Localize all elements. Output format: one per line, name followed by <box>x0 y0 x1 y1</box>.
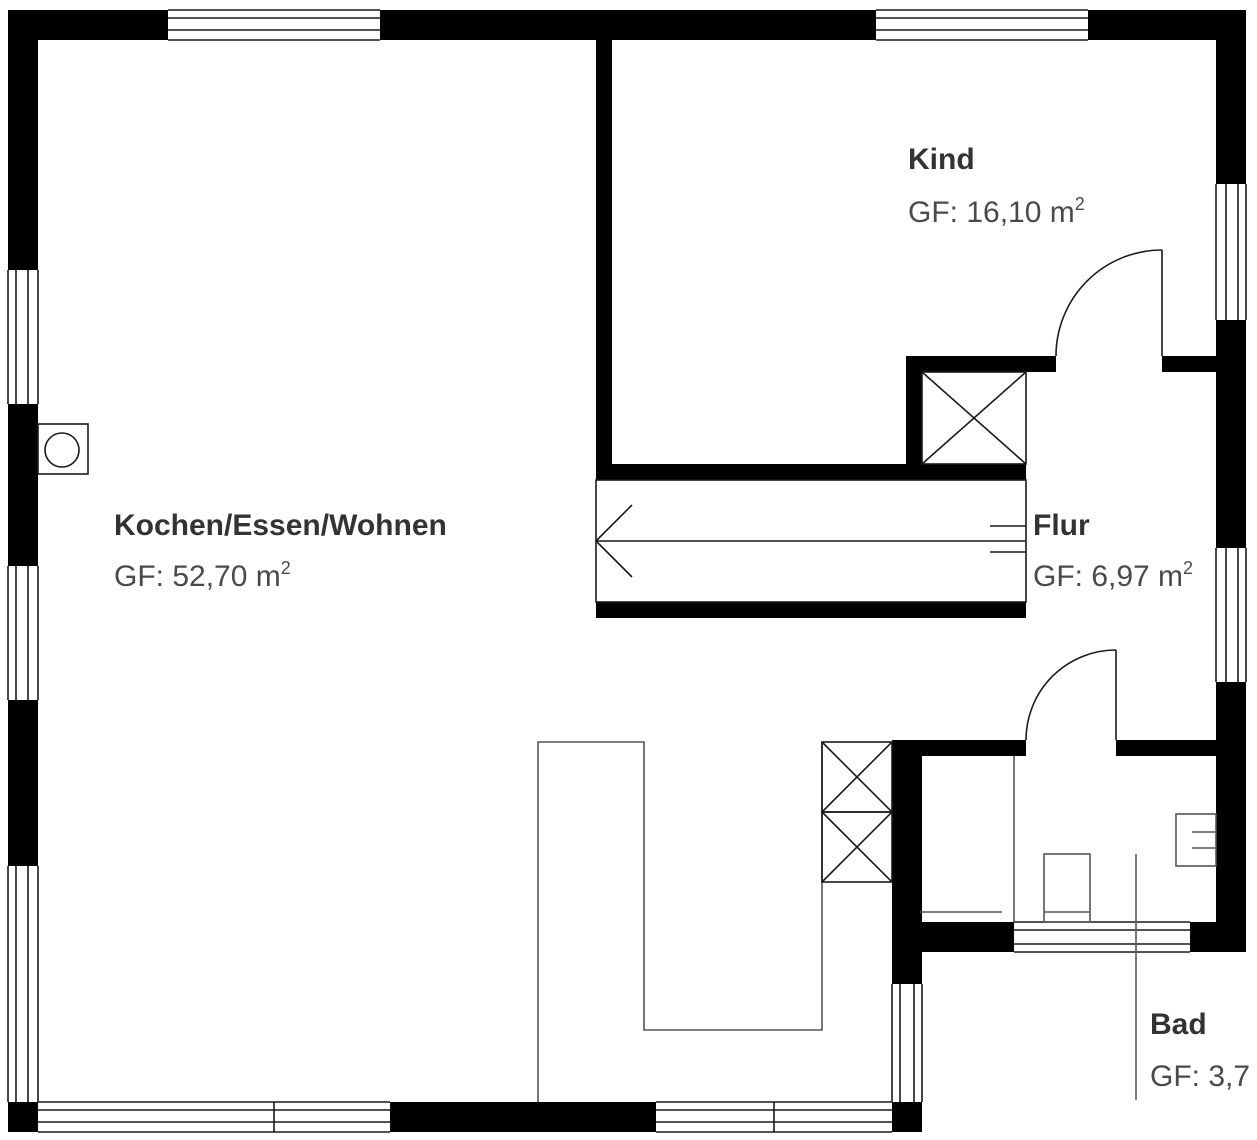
sink-icon <box>1175 813 1217 867</box>
room-area-bad: GF: 3,7 <box>1150 1060 1250 1093</box>
room-label-kind: Kind GF: 16,10 m2 <box>908 143 1085 229</box>
room-area-living: GF: 52,70 m2 <box>114 558 291 593</box>
wall-stair-bottom <box>596 602 1026 618</box>
room-name-flur: Flur <box>1033 509 1090 542</box>
window-left-1 <box>7 270 39 404</box>
wall-kind-bottom <box>596 464 1026 480</box>
room-name-living: Kochen/Essen/Wohnen <box>114 509 447 542</box>
room-label-living: Kochen/Essen/Wohnen GF: 52,70 m2 <box>114 509 447 593</box>
window-top-right <box>876 9 1088 41</box>
room-label-bad: Bad GF: 3,7 <box>1150 1008 1250 1093</box>
room-area-kind: GF: 16,10 m2 <box>908 194 1085 229</box>
window-left-3 <box>7 866 39 1102</box>
interior-walls <box>596 40 1216 952</box>
window-right-kind <box>1215 184 1247 320</box>
wall-bad-top-left <box>892 740 1026 756</box>
wall-kind-left <box>596 40 612 480</box>
window-bottom-left <box>38 1101 390 1133</box>
chimney-icon <box>37 423 89 475</box>
wall-bad-top-right <box>1116 740 1216 756</box>
windows <box>7 9 1247 1133</box>
wall-kind-door-stub <box>1162 356 1216 372</box>
door-bad <box>1025 649 1117 741</box>
bad-fixtures <box>920 756 1217 1100</box>
kitchen-counter <box>537 741 823 1102</box>
window-top-left <box>168 9 380 41</box>
window-inner-corner <box>891 984 923 1102</box>
toilet-icon <box>1043 853 1091 923</box>
room-name-bad: Bad <box>1150 1008 1207 1041</box>
window-right-flur <box>1215 548 1247 682</box>
wall-bad-left <box>892 740 908 952</box>
window-bad <box>1014 921 1190 953</box>
room-label-flur: Flur GF: 6,97 m2 <box>1033 509 1193 593</box>
kitchen-shafts <box>821 741 893 883</box>
room-name-kind: Kind <box>908 143 975 176</box>
room-area-flur: GF: 6,97 m2 <box>1033 558 1193 593</box>
door-kind <box>1055 249 1163 357</box>
shaft-kind <box>921 371 1027 465</box>
wall-right <box>1216 10 1246 952</box>
window-left-2 <box>7 566 39 700</box>
wall-shaft-left <box>906 356 922 480</box>
staircase <box>595 479 1027 603</box>
wall-shaft-top <box>906 356 1056 372</box>
window-bottom-right <box>656 1101 892 1133</box>
